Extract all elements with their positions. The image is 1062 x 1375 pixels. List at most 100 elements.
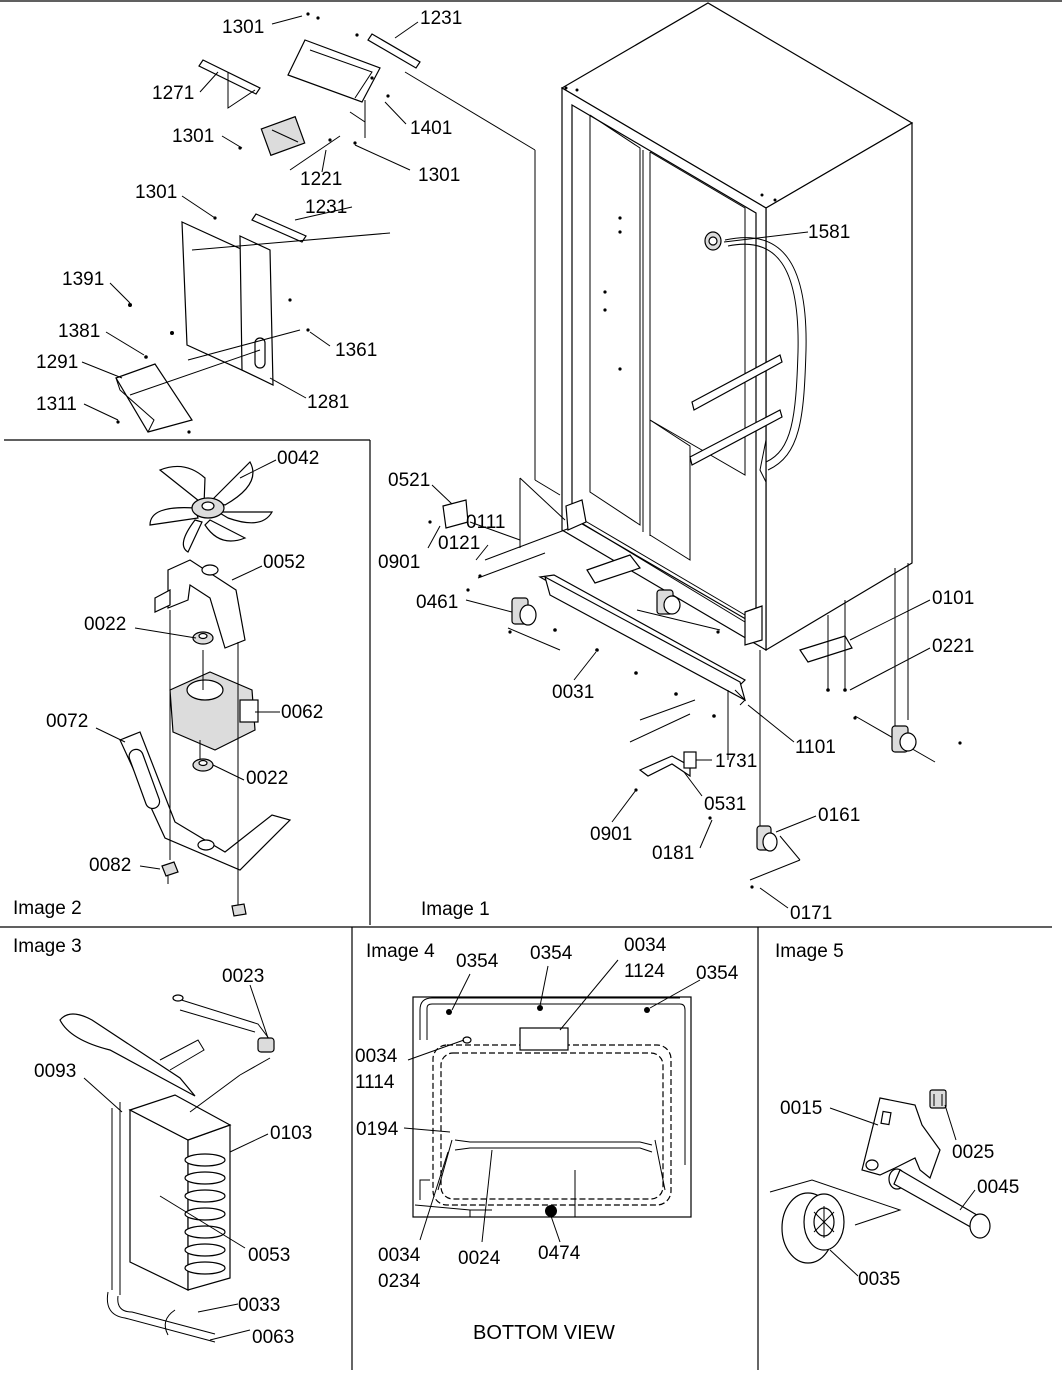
part-label: 0072 [46,711,88,732]
valve-fitting [704,231,722,251]
part-label: 1231 [420,8,462,29]
part-label: 0031 [552,682,594,703]
fan-blade [149,461,274,553]
image1-leaders [81,15,931,909]
part-label: 0521 [388,470,430,491]
image2-drawing [95,459,292,917]
bottom-view-title: BOTTOM VIEW [473,1322,615,1344]
part-label: 0042 [277,448,319,469]
part-label: 1291 [36,352,78,373]
part-label: 1221 [300,169,342,190]
part-label: 1301 [135,182,177,203]
part-label: 1301 [172,126,214,147]
part-label: 0022 [84,614,126,635]
motor-mount-bracket-0072 [119,731,292,871]
part-label: 0034 [378,1245,421,1266]
part-label: 1311 [36,394,77,415]
part-label: 0171 [790,903,832,924]
fan-motor-small [260,115,306,157]
screw-0082 [161,861,179,884]
part-label: 0025 [952,1142,994,1163]
fan-motor-0062 [169,650,259,765]
part-label: 0022 [246,768,288,789]
roller-bracket-0015 [861,1097,941,1179]
part-label: 1731 [715,751,757,772]
part-label: 0063 [252,1327,294,1348]
part-label: 0082 [89,855,131,876]
part-label: 0531 [704,794,746,815]
part-label: 0053 [248,1245,290,1266]
part-label: 1114 [355,1072,395,1093]
wheel-0035 [781,1192,845,1264]
part-label: 1281 [307,392,349,413]
image4-leaders [403,959,701,1243]
part-label: 1301 [222,17,264,38]
part-label: 0161 [818,805,860,826]
coil-bends [184,1153,226,1275]
part-label: 0234 [378,1271,421,1292]
part-label: 0181 [652,843,694,864]
image3-leaders [83,984,269,1341]
fan-housing-assembly [198,12,561,496]
axle-pin-0045 [888,1168,991,1239]
part-label: 1101 [795,737,836,758]
panel-label-image4: Image 4 [366,941,435,962]
cabinet-body [560,2,914,652]
defrost-thermostat-wire [172,994,275,1053]
part-label: 1361 [335,340,377,361]
grommet-0022-lower [192,758,214,772]
part-label: 0024 [458,1248,501,1269]
part-label: 1581 [808,222,850,243]
image2-leaders [95,459,280,870]
image5-leaders [829,1104,976,1277]
part-label: 1391 [62,269,104,290]
part-label: 0045 [977,1177,1019,1198]
hinge-bracket-0521 [442,499,587,531]
image3-drawing [59,984,275,1343]
image3-labels: Image 3 0023 0093 0103 0053 0033 0063 [13,936,312,1348]
part-label: 0354 [456,951,499,972]
part-label: 0354 [530,943,573,964]
image2-labels: 0042 0052 0022 0062 0072 0022 0082 Image… [13,448,323,919]
part-label: 0015 [780,1098,822,1119]
image5-labels: Image 5 0015 0025 0045 0035 [775,941,1019,1290]
part-label: 0062 [281,702,323,723]
image4-drawing [403,959,701,1243]
part-label: 1231 [305,197,347,218]
part-label: 1271 [152,83,194,104]
leveling-bracket-0531 [638,751,697,778]
clip-0025 [929,1089,947,1109]
panel-label-image5: Image 5 [775,941,844,962]
motor-bracket-0052 [154,559,246,649]
image4-labels: Image 4 0354 0354 0034 1124 0354 0034 11… [355,935,739,1344]
image5-drawing [769,1089,991,1277]
base-and-rollers [428,477,962,889]
evaporator-cover-panel [115,213,391,434]
part-label: 1401 [410,118,452,139]
part-label: 0194 [356,1119,399,1140]
drain-heater-0063 [106,1291,216,1343]
part-label: 0474 [538,1243,581,1264]
screw-bottom [231,903,247,917]
part-label: 0221 [932,636,974,657]
roller-bracket-center [656,589,681,615]
part-label: 0121 [438,533,480,554]
panel-label-image3: Image 3 [13,936,82,957]
part-label: 0101 [932,588,974,609]
part-label: 0052 [263,552,305,573]
evaporator-coil [111,1094,232,1295]
part-label: 1124 [624,961,665,982]
part-label: 1301 [418,165,460,186]
part-label: 0033 [238,1295,280,1316]
part-label: 0093 [34,1061,76,1082]
panel-label-image1: Image 1 [421,899,490,920]
part-label: 0354 [696,963,739,984]
part-label: 0901 [590,824,632,845]
image1-drawing [81,2,962,909]
part-label: 0034 [355,1046,398,1067]
panel-label-image2: Image 2 [13,898,82,919]
part-label: 1381 [58,321,100,342]
roller-bracket-right [891,725,917,753]
